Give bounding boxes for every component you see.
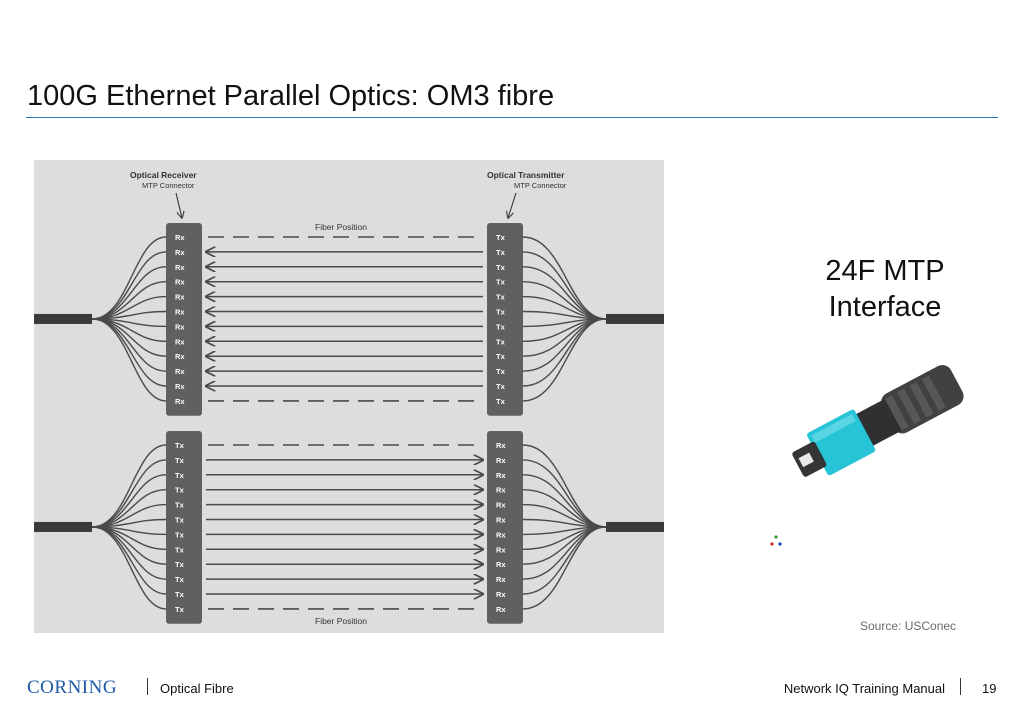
port-label: Rx — [496, 486, 506, 495]
fanout-fiber — [522, 444, 607, 528]
port-label: Rx — [496, 545, 506, 554]
port-label: Rx — [175, 278, 185, 287]
interface-label-line2: Interface — [828, 291, 942, 323]
fiber-fanouts — [34, 236, 664, 610]
bottom-right-cable — [606, 521, 664, 532]
port-label: Tx — [496, 337, 506, 346]
top-left-cable — [34, 313, 92, 324]
page-number: 19 — [982, 681, 997, 696]
port-label: Tx — [496, 382, 506, 391]
title-rule — [26, 117, 998, 118]
bottom-right-connector — [487, 431, 523, 624]
bottom-left-connector — [166, 431, 202, 624]
mtp-connector-icon — [792, 365, 964, 477]
fanout-fiber — [91, 444, 167, 528]
port-label: Tx — [496, 278, 506, 287]
transmitter-subtitle: MTP Connector — [514, 181, 567, 190]
port-label: Rx — [496, 456, 506, 465]
port-label: Rx — [175, 248, 185, 257]
receiver-subtitle: MTP Connector — [142, 181, 195, 190]
interface-label: 24F MTP Interface — [795, 253, 975, 325]
fiber-position-diagram: Optical Receiver MTP Connector Optical T… — [34, 160, 664, 633]
fanout-fiber — [91, 251, 167, 320]
port-label: Tx — [496, 293, 506, 302]
port-label: Rx — [175, 397, 185, 406]
port-label: Rx — [496, 530, 506, 539]
fanout-fiber — [522, 459, 607, 528]
port-label: Tx — [175, 530, 185, 539]
port-label: Rx — [496, 590, 506, 599]
fanout-fiber — [522, 526, 607, 610]
port-label: Rx — [496, 560, 506, 569]
port-label: Rx — [175, 382, 185, 391]
fanout-fiber — [91, 318, 167, 402]
diagram-background — [34, 160, 664, 633]
tri-dot-icon — [770, 535, 782, 546]
transmitter-arrow-icon — [508, 192, 517, 218]
port-label: Tx — [175, 560, 185, 569]
port-label: Tx — [496, 308, 506, 317]
port-label: Rx — [175, 263, 185, 272]
footer-manual-title: Network IQ Training Manual — [783, 681, 945, 696]
fanout-fiber — [522, 236, 607, 320]
bottom-left-cable — [34, 521, 92, 532]
fanout-fiber — [91, 236, 167, 320]
receiver-connector-callout: Optical Receiver MTP Connector — [130, 170, 197, 218]
top-right-connector — [487, 223, 523, 416]
fiber-lines — [206, 236, 483, 610]
port-label: Rx — [496, 441, 506, 450]
port-label: Rx — [496, 575, 506, 584]
port-label: Tx — [175, 441, 185, 450]
port-label: Rx — [175, 308, 185, 317]
port-label: Tx — [496, 248, 506, 257]
fanout-fiber — [91, 459, 167, 528]
footer-divider — [960, 678, 961, 695]
port-label: Tx — [496, 263, 506, 272]
fiber-position-label-top: Fiber Position — [315, 222, 367, 232]
port-label: Tx — [496, 397, 506, 406]
port-label: Tx — [175, 501, 185, 510]
top-left-connector — [166, 223, 202, 416]
port-label: Tx — [175, 486, 185, 495]
fanout-fiber — [522, 318, 607, 402]
port-label: Tx — [496, 367, 506, 376]
transmitter-connector-callout: Optical Transmitter MTP Connector — [487, 170, 567, 218]
fanout-fiber — [91, 526, 167, 610]
port-label: Tx — [175, 516, 185, 525]
interface-label-line1: 24F MTP — [825, 255, 945, 287]
slide-title: 100G Ethernet Parallel Optics: OM3 fibre — [27, 80, 555, 112]
port-label: Rx — [175, 233, 185, 242]
port-label: Tx — [496, 352, 506, 361]
fanout-fiber — [522, 251, 607, 320]
transmitter-title: Optical Transmitter — [487, 170, 565, 180]
fiber-position-label-bottom: Fiber Position — [315, 616, 367, 626]
port-label: Tx — [175, 605, 185, 614]
port-label: Tx — [175, 575, 185, 584]
port-label: Rx — [496, 516, 506, 525]
port-label: Tx — [175, 590, 185, 599]
port-label: Rx — [175, 337, 185, 346]
corning-logo: CORNING — [27, 677, 118, 698]
port-label: Tx — [496, 322, 506, 331]
port-label: Rx — [496, 471, 506, 480]
port-label: Rx — [175, 367, 185, 376]
port-label: Tx — [175, 545, 185, 554]
port-label: Rx — [175, 293, 185, 302]
port-label: Rx — [496, 501, 506, 510]
footer-section: Optical Fibre — [160, 681, 234, 696]
port-label: Rx — [175, 322, 185, 331]
footer-divider — [147, 678, 148, 695]
port-label: Rx — [496, 605, 506, 614]
port-label: Tx — [175, 471, 185, 480]
top-right-cable — [606, 313, 664, 324]
port-label: Rx — [175, 352, 185, 361]
receiver-arrow-icon — [175, 192, 182, 218]
source-credit: Source: USConec — [860, 619, 957, 633]
receiver-title: Optical Receiver — [130, 170, 197, 180]
port-label: Tx — [175, 456, 185, 465]
port-label: Tx — [496, 233, 506, 242]
